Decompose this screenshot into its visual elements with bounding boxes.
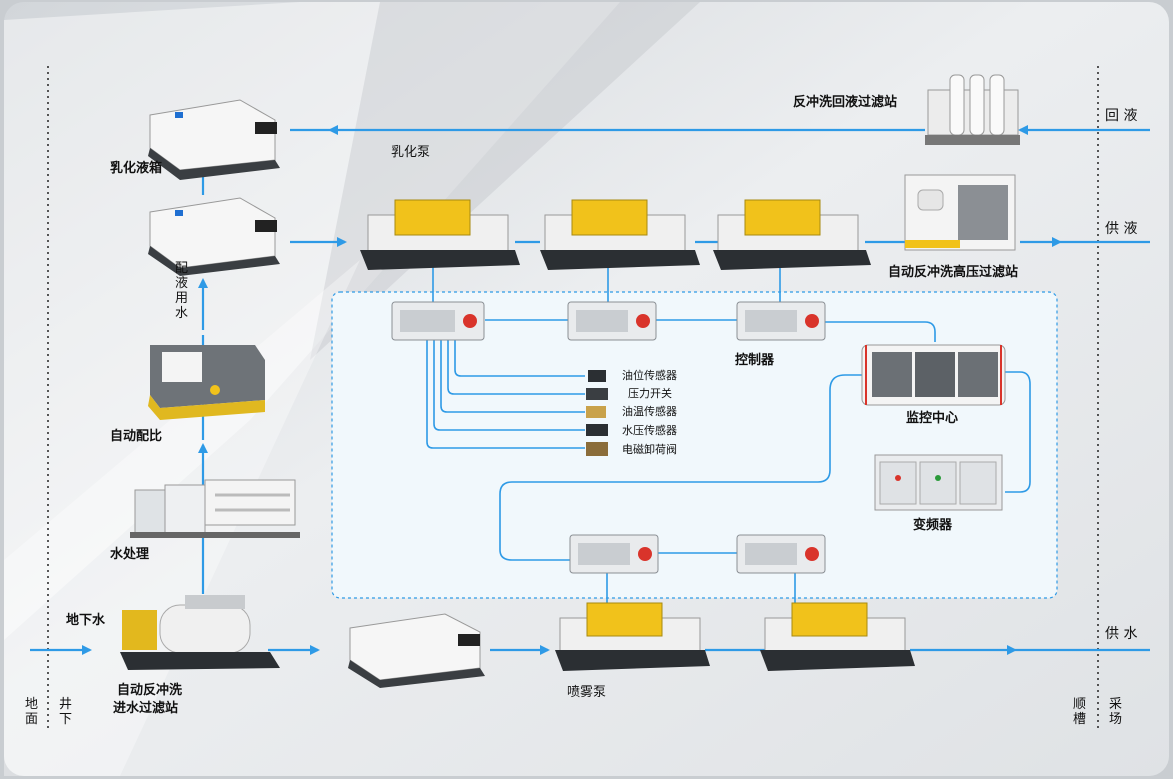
pump-icon (540, 199, 700, 270)
sensor-icon (586, 388, 608, 400)
return-filter-label: 反冲洗回液过滤站 (793, 95, 898, 110)
pump-icon (555, 602, 710, 671)
inverter-label: 变频器 (913, 518, 953, 533)
pump-icon (360, 199, 520, 270)
controller-icon (736, 534, 826, 574)
controller-icon (569, 534, 659, 574)
mining-face-label: 采场 (1108, 697, 1122, 727)
auto-ratio-icon (148, 345, 265, 420)
underground-label: 井下 (58, 697, 72, 727)
tank-icon (148, 99, 280, 180)
sensor-label: 油温传感器 (622, 405, 677, 418)
inlet-filter-label-2: 进水过滤站 (113, 701, 179, 716)
filter-station-icon (925, 74, 1020, 145)
controller-icon (736, 301, 826, 341)
groundwater-label: 地下水 (66, 613, 106, 628)
sensor-icon (588, 370, 606, 382)
hp-filter-label: 自动反冲洗高压过滤站 (888, 265, 1019, 280)
emulsion-tank-label: 乳化液箱 (110, 161, 163, 176)
supply-liquid-label: 供 液 (1105, 221, 1138, 237)
auto-ratio-label: 自动配比 (110, 429, 163, 444)
water-treatment-icon (130, 479, 300, 538)
sensor-icon (586, 424, 608, 436)
water-treatment-label: 水处理 (110, 547, 150, 562)
tank-icon (348, 613, 485, 688)
pump-icon (760, 602, 915, 671)
sensor-label: 电磁卸荷阀 (622, 443, 677, 456)
filter-station-icon (904, 174, 1016, 251)
sensor-icon (586, 406, 606, 418)
sensor-label: 油位传感器 (622, 369, 677, 382)
monitor-icon (861, 344, 1006, 406)
controller-icon (391, 301, 485, 341)
spray-pump-label: 喷雾泵 (567, 685, 607, 700)
emulsion-pump-label: 乳化泵 (391, 145, 431, 160)
inverter-icon (874, 454, 1003, 511)
supply-water-label: 供 水 (1105, 626, 1138, 642)
inlet-filter-label-1: 自动反冲洗 (117, 683, 183, 698)
ground-label: 地面 (24, 697, 38, 727)
monitoring-center-label: 监控中心 (906, 411, 959, 426)
trough-label: 顺槽 (1072, 697, 1086, 727)
controller-icon (567, 301, 657, 341)
tank-icon (148, 197, 280, 276)
mixing-water-label: 配液用水 (174, 261, 188, 321)
sensor-icon (586, 442, 608, 456)
filter-station-icon (120, 595, 280, 670)
sensor-label: 水压传感器 (622, 424, 677, 437)
pump-icon (713, 199, 871, 270)
sensor-label: 压力开关 (628, 387, 672, 400)
return-liquid-label: 回 液 (1105, 108, 1138, 124)
controller-label: 控制器 (735, 353, 775, 368)
